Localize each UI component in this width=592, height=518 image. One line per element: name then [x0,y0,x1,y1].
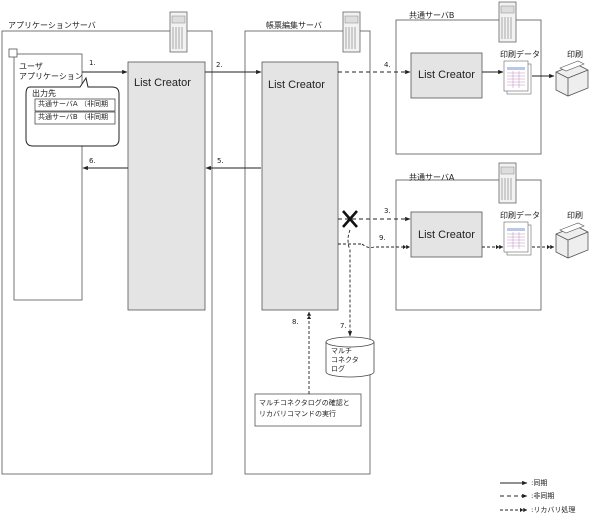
form-server-frame [244,30,371,475]
legend-recovery-label: :リカバリ処理 [531,506,576,514]
common-a-frame [395,179,542,311]
list-creator-a [410,211,483,258]
print-data-label-a: 印刷データ [500,211,540,220]
print-label-a: 印刷 [567,211,583,220]
arrow-9 [361,243,410,250]
user-app-handle [8,48,18,58]
list-creator-form [261,61,339,311]
printer-icon [555,60,589,97]
printer-icon [555,222,589,259]
server-icon [498,162,517,204]
server-icon [498,1,517,43]
log-label-2: コネクタ [331,356,359,364]
print-data-label-b: 印刷データ [500,50,540,59]
common-b-frame [395,19,542,155]
legend-sync-label: :同期 [531,479,548,487]
failure-x-icon [342,210,358,228]
list-creator-app-label: List Creator [134,77,191,89]
step-7: 7. [340,322,347,330]
user-app-label-2: アプリケーション [19,72,83,81]
print-label-b: 印刷 [567,50,583,59]
confirm-line-1: マルチコネクタログの確認と [259,399,350,407]
print-data-icon [503,221,532,256]
print-data-icon [503,60,532,95]
log-label-3: ログ [331,365,345,373]
step-6: 6. [89,157,96,165]
step-8: 8. [292,318,299,326]
arrow-7 [347,229,353,337]
confirm-line-2: リカバリコマンドの実行 [259,410,336,418]
common-a-label: 共通サーバA [409,173,455,182]
step-9: 9. [379,234,386,242]
output-row-a-label: 共通サーバA （非同期 [38,100,108,108]
server-icon [342,11,361,53]
output-row-b-label: 共通サーバB （非同期 [38,113,108,121]
server-icon [169,11,188,53]
form-server-label: 帳票編集サーバ [266,21,322,30]
step-1: 1. [89,59,96,67]
app-server-label: アプリケーションサーバ [8,21,96,30]
app-server-frame [1,30,213,475]
step-4: 4. [384,61,391,69]
user-app-label-1: ユーザ [19,62,43,71]
log-cylinder [325,336,375,378]
common-b-label: 共通サーバB [409,11,455,20]
output-row-b [34,111,116,125]
legend-async-label: :非同期 [531,492,555,500]
list-creator-form-label: List Creator [268,79,325,91]
log-label-1: マルチ [331,347,352,355]
list-creator-a-label: List Creator [418,229,475,241]
list-creator-app [127,61,206,311]
confirm-box [254,393,362,427]
step-2: 2. [216,61,223,69]
step-5: 5. [217,157,224,165]
step-3: 3. [384,207,391,215]
output-title: 出力先 [32,89,56,98]
list-creator-b-label: List Creator [418,69,475,81]
list-creator-b [410,52,483,99]
output-row-a [34,98,116,112]
